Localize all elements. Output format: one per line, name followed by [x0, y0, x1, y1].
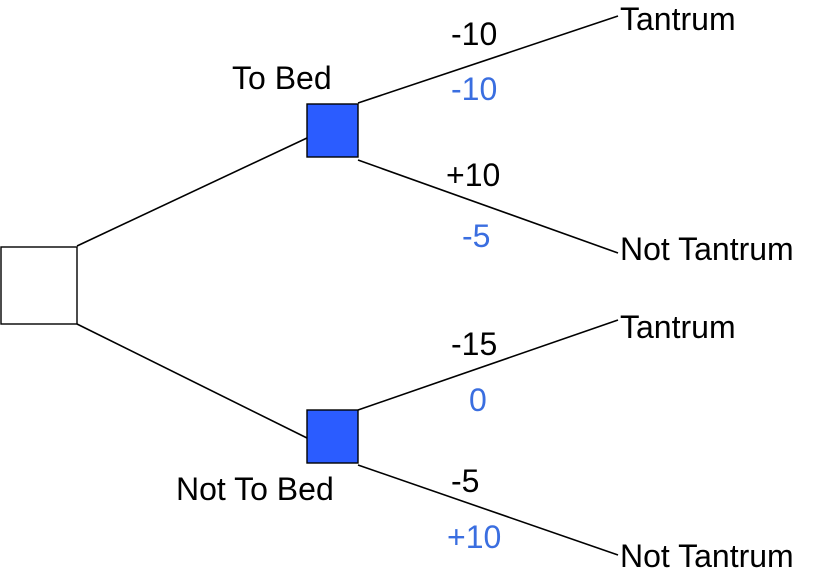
to-bed-label: To Bed [232, 60, 332, 96]
edge-root-not-to-bed [76, 323, 308, 439]
outcome-label: Tantrum [620, 1, 736, 37]
payoff-value-secondary: -10 [451, 71, 497, 107]
root-decision-node [0, 246, 78, 325]
outcome-label: Tantrum [620, 309, 736, 345]
payoff-value: -10 [451, 16, 497, 52]
to-bed-node [306, 103, 359, 158]
edge-to-bed-tantrum [357, 15, 619, 104]
edge-to-bed-not-tantrum [357, 159, 619, 254]
not-to-bed-label: Not To Bed [176, 471, 334, 507]
payoff-value-secondary: 0 [469, 382, 487, 418]
edge-not-to-bed-not-tantrum [357, 464, 619, 556]
outcome-label: Not Tantrum [620, 231, 794, 267]
edge-root-to-bed [76, 137, 308, 247]
outcome-label: Not Tantrum [620, 538, 794, 574]
payoff-value: -15 [451, 326, 497, 362]
payoff-value: -5 [451, 463, 479, 499]
payoff-value-secondary: +10 [447, 519, 501, 555]
edge-not-to-bed-tantrum [357, 319, 619, 411]
payoff-value-secondary: -5 [462, 218, 490, 254]
payoff-value: +10 [446, 157, 500, 193]
not-to-bed-node [306, 409, 359, 464]
